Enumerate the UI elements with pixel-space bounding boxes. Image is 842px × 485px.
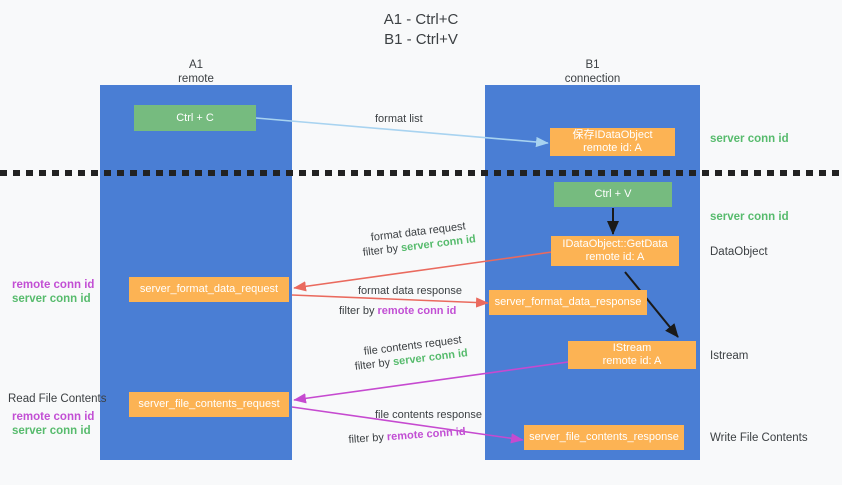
annotation-left-remote-conn-id-2: remote conn id bbox=[12, 411, 95, 423]
node-getdata[interactable]: IDataObject::GetData remote id: A bbox=[551, 236, 679, 266]
dashed-separator bbox=[0, 170, 842, 176]
edge-label-file-contents-response: file contents response bbox=[375, 409, 483, 421]
node-ctrl-v[interactable]: Ctrl + V bbox=[554, 182, 672, 207]
node-server-format-data-response[interactable]: server_format_data_response bbox=[489, 290, 647, 315]
edge-label-format-data-response: format data response bbox=[358, 285, 462, 297]
annotation-right-server-conn-id-1: server conn id bbox=[710, 133, 789, 145]
lane-header-b1: B1 connection bbox=[564, 59, 621, 85]
edge-label-format-data-response-filter: filter by remote conn id bbox=[339, 304, 456, 318]
annotation-left-server-conn-id-2: server conn id bbox=[12, 425, 91, 437]
node-server-file-contents-request[interactable]: server_file_contents_request bbox=[129, 392, 289, 417]
edge-label-file-contents-response-filter: filter by remote conn id bbox=[348, 425, 466, 447]
filter-prefix: filter by bbox=[348, 431, 388, 446]
node-ctrl-c[interactable]: Ctrl + C bbox=[134, 105, 256, 131]
page-title: A1 - Ctrl+C B1 - Ctrl+V bbox=[383, 11, 459, 48]
filter-prefix: filter by bbox=[362, 242, 402, 259]
annotation-right-write-file-contents: Write File Contents bbox=[710, 432, 808, 444]
filter-prefix: filter by bbox=[339, 305, 378, 317]
annotation-right-server-conn-id-2: server conn id bbox=[710, 211, 789, 223]
lane-header-a1: A1 remote bbox=[178, 59, 214, 85]
annotation-left-remote-conn-id-1: remote conn id bbox=[12, 279, 95, 291]
edge-label-format-list: format list bbox=[375, 113, 423, 125]
filter-value-remote-conn-id: remote conn id bbox=[386, 425, 466, 444]
node-server-file-contents-response[interactable]: server_file_contents_response bbox=[524, 425, 684, 450]
annotation-left-server-conn-id-1: server conn id bbox=[12, 293, 91, 305]
annotation-right-istream: Istream bbox=[710, 350, 749, 362]
filter-prefix: filter by bbox=[354, 356, 394, 373]
annotation-right-dataobject: DataObject bbox=[710, 246, 768, 258]
node-istream[interactable]: IStream remote id: A bbox=[568, 341, 696, 369]
filter-value-remote-conn-id: remote conn id bbox=[377, 305, 457, 317]
node-server-format-data-request[interactable]: server_format_data_request bbox=[129, 277, 289, 302]
node-save-dataobject[interactable]: 保存IDataObject remote id: A bbox=[550, 128, 675, 156]
annotation-left-read-file-contents: Read File Contents bbox=[8, 393, 107, 405]
